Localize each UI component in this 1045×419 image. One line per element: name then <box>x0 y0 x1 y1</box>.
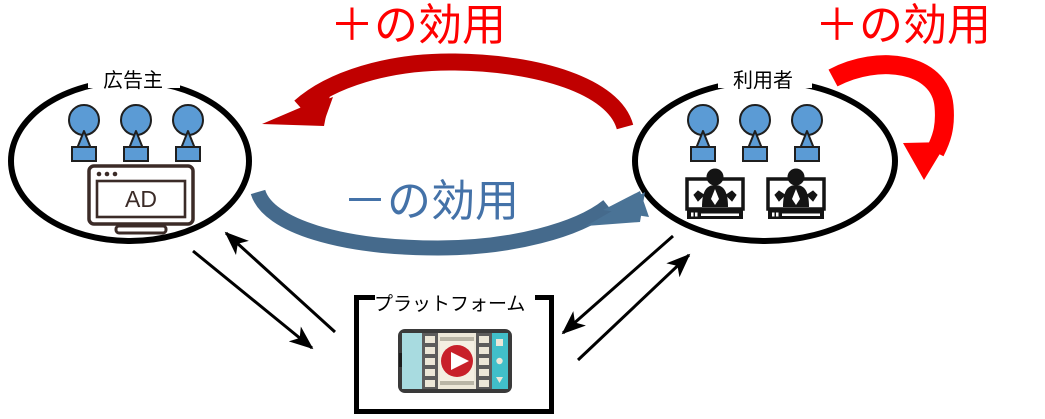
advertiser-platform-arrow-pair <box>192 231 337 350</box>
platform-label: プラットフォーム <box>374 294 526 315</box>
advertiser-to-platform-arrow <box>192 249 314 350</box>
positive-utility-label-right: ＋の効用 <box>815 1 991 50</box>
ad-monitor-icon: AD <box>86 163 196 235</box>
ad-screen-text: AD <box>125 186 157 212</box>
person-icon <box>681 103 725 165</box>
positive-utility-label-left: ＋の効用 <box>330 1 506 50</box>
video-viewer-icon <box>765 165 827 221</box>
positive-utility-arrow-user-to-advertiser <box>262 53 634 130</box>
platform-to-advertiser-arrow <box>224 231 337 334</box>
advertiser-group-label: 広告主 <box>103 70 163 92</box>
person-icon <box>166 103 210 165</box>
user-to-platform-arrow <box>576 253 691 362</box>
user-group-label: 利用者 <box>733 70 793 92</box>
person-icon <box>785 103 829 165</box>
person-icon <box>114 103 158 165</box>
person-icon <box>62 103 106 165</box>
platform-user-arrow-pair <box>561 234 691 362</box>
platform-to-user-arrow <box>561 234 674 335</box>
user-title-notch <box>718 72 812 88</box>
video-viewer-icon <box>684 165 746 221</box>
platform-title-notch <box>375 288 535 304</box>
negative-utility-label: －の効用 <box>343 177 519 226</box>
person-icon <box>733 103 777 165</box>
smartphone-video-play-icon <box>396 327 514 395</box>
advertiser-title-notch <box>88 72 180 88</box>
